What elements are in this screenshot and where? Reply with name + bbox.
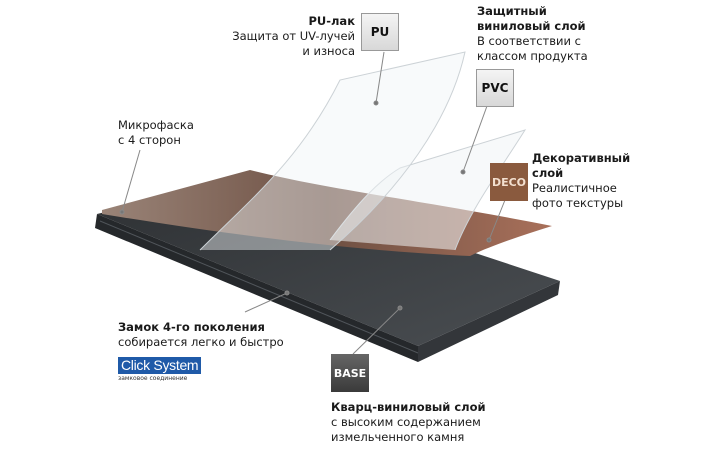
deco-badge: DECO: [490, 163, 528, 201]
lock-title: Замок 4-го поколения: [118, 320, 265, 334]
pu-label: PU-лак Защита от UV-лучей и износа: [225, 14, 355, 59]
pvc-title: виниловый слой: [477, 19, 586, 33]
pu-line: и износа: [302, 44, 355, 58]
pvc-label: Защитный виниловый слой В соответствии с…: [477, 4, 588, 64]
pvc-line: В соответствии с: [477, 34, 581, 48]
bevel-line: Микрофаска: [118, 118, 194, 132]
base-line: измельченного камня: [331, 430, 465, 444]
base-line: с высоким содержанием: [331, 415, 481, 429]
bevel-line: с 4 сторон: [118, 133, 181, 147]
pvc-layer-sheet: [329, 129, 527, 251]
pvc-line: классом продукта: [477, 49, 588, 63]
deco-title: Декоративный: [532, 151, 631, 165]
pu-line: Защита от UV-лучей: [232, 29, 355, 43]
click-system-logo: Click System замковое соединение: [118, 357, 202, 382]
base-title: Кварц-виниловый слой: [331, 400, 486, 414]
pvc-title: Защитный: [477, 4, 547, 18]
base-badge: BASE: [331, 354, 369, 392]
pu-badge: PU: [361, 13, 399, 51]
deco-line: Реалистичное: [532, 181, 617, 195]
pvc-badge: PVC: [476, 69, 514, 107]
lock-label: Замок 4-го поколения собирается легко и …: [118, 320, 284, 350]
pu-title: PU-лак: [308, 14, 355, 28]
bevel-label: Микрофаска с 4 сторон: [118, 118, 194, 148]
leader-lines: [119, 51, 506, 355]
deco-title: слой: [532, 166, 564, 180]
pu-layer-sheet: [199, 51, 466, 251]
deco-line: фото текстуры: [532, 196, 624, 210]
base-label: Кварц-виниловый слой с высоким содержани…: [331, 400, 486, 445]
deco-label: Декоративный слой Реалистичное фото текс…: [532, 151, 630, 211]
lock-line: собирается легко и быстро: [118, 335, 284, 349]
click-system-logo-sub: замковое соединение: [118, 375, 188, 382]
click-system-logo-text: Click System: [118, 357, 202, 374]
